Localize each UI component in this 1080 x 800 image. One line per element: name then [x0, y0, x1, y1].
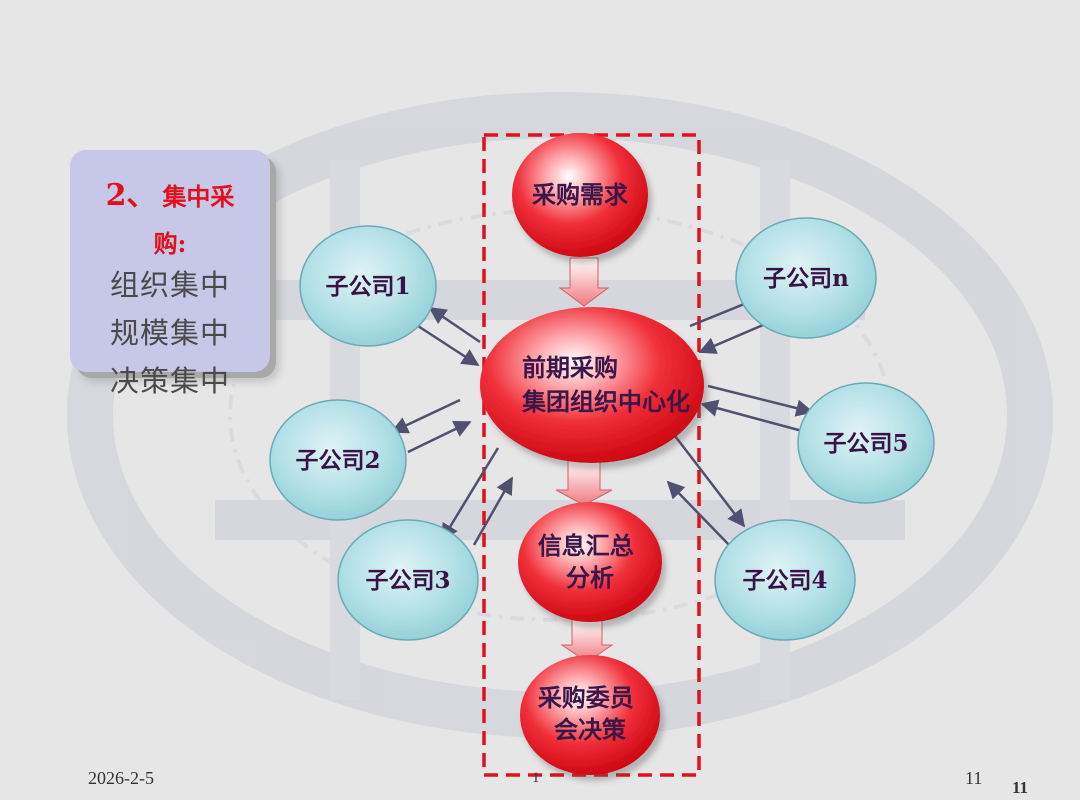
connector-sub2-out	[390, 398, 461, 434]
node-analysis: 信息汇总 分析	[518, 502, 662, 622]
node-center-label: 前期采购 集团组织中心化	[521, 353, 690, 416]
node-center: 前期采购 集团组织中心化	[480, 307, 704, 463]
flow-arrow-2	[555, 459, 613, 506]
subsidiary-5: 子公司5	[797, 382, 935, 504]
subsidiary-n: 子公司n	[735, 217, 877, 339]
connector-sub5-in	[700, 399, 807, 434]
subsidiary-3-label: 子公司3	[365, 567, 450, 594]
connector-sub4-in	[666, 480, 733, 549]
connector-sub3-out	[440, 447, 500, 542]
subsidiary-4-label: 子公司4	[742, 567, 827, 594]
connector-sub1-out	[428, 306, 481, 344]
connector-subn-in	[698, 320, 771, 354]
dashed-frame	[482, 133, 701, 777]
footer-page-number-corner: 11	[1012, 778, 1029, 797]
node-decision-label: 采购委员 会决策	[538, 683, 642, 744]
subsidiary-1-label: 子公司1	[325, 273, 410, 300]
subsidiary-2: 子公司2	[269, 399, 407, 521]
subsidiary-4: 子公司4	[714, 519, 856, 641]
node-analysis-label: 信息汇总 分析	[538, 531, 642, 592]
footer-center-mark: 1	[532, 770, 540, 786]
subsidiary-5-label: 子公司5	[823, 430, 908, 457]
connector-sub1-in	[417, 324, 480, 367]
flow-arrow-3	[560, 619, 614, 663]
node-demand-label: 采购需求	[532, 180, 628, 209]
footer-date: 2026-2-5	[88, 768, 154, 788]
connector-sub4-out	[671, 431, 746, 528]
subsidiary-1: 子公司1	[299, 225, 437, 347]
connector-sub2-in	[407, 420, 472, 454]
subsidiary-3: 子公司3	[337, 519, 479, 641]
connector-sub3-in	[472, 476, 514, 546]
title-item-3: 决策集中	[109, 364, 230, 398]
node-demand: 采购需求	[512, 133, 648, 257]
title-heading-line1: 2、集中采	[70, 170, 270, 214]
title-heading-text: 集中采	[162, 182, 235, 211]
subsidiary-n-label: 子公司n	[763, 265, 849, 292]
title-item-2: 规模集中	[109, 316, 230, 350]
footer-page-number: 11	[965, 768, 983, 788]
title-box: 2、集中采 购: 组织集中 规模集中	[70, 150, 270, 372]
title-heading-line2: 购:	[153, 229, 187, 258]
flow-arrow-1	[558, 257, 610, 307]
subsidiary-2-label: 子公司2	[295, 447, 380, 474]
title-item-1: 组织集中	[109, 268, 230, 302]
connector-arrows	[390, 293, 814, 549]
flow-arrows	[555, 257, 614, 663]
node-decision: 采购委员 会决策	[520, 655, 660, 775]
connector-sub5-out	[707, 384, 814, 417]
title-number: 2、	[105, 178, 157, 213]
